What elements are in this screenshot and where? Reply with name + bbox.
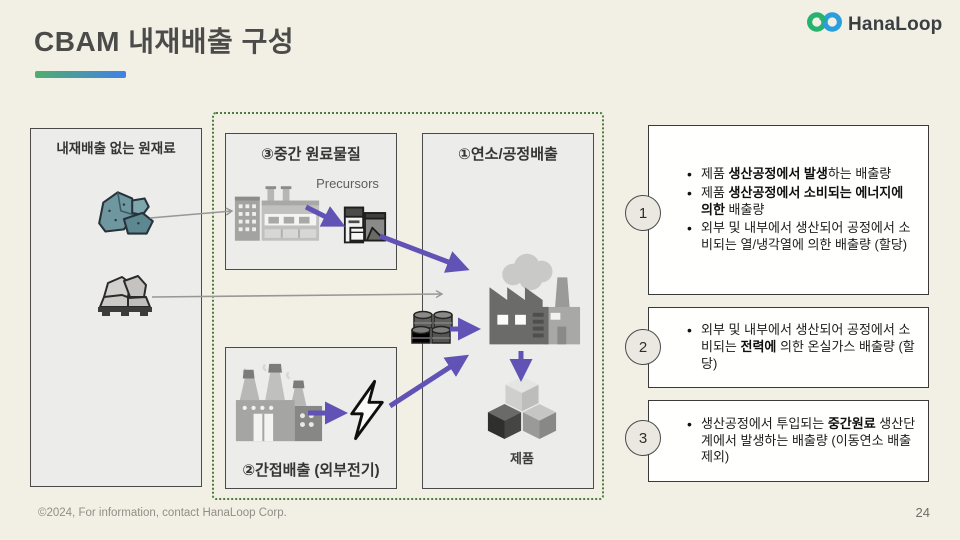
callout-bullet: 제품 생산공정에서 발생하는 배출량 (687, 165, 918, 183)
precursors-label: Precursors (316, 176, 379, 191)
intermediate-materials-label: ③중간 원료물질 (261, 146, 361, 163)
diagram-dotted-boundary (212, 112, 604, 500)
product-label: 제품 (510, 451, 534, 466)
stone-pallet-icon (94, 270, 156, 323)
power-plant-icon (232, 358, 326, 451)
callout-1-number-circle: 1 (625, 195, 661, 231)
lightning-bolt-icon (346, 377, 388, 448)
indirect-emissions-label: ②간접배출 (외부전기) (242, 462, 380, 479)
precursors-icon (343, 204, 387, 251)
hanaloop-logo: HanaLoop (806, 9, 943, 40)
precursor-factory-icon (233, 184, 321, 247)
combustion-emissions-label: ①연소/공정배출 (458, 146, 558, 163)
callout-1-bullets: 제품 생산공정에서 발생하는 배출량제품 생산공정에서 소비되는 에너지에 의한… (687, 164, 918, 256)
ore-rocks-icon (93, 188, 159, 249)
callout-2: 외부 및 내부에서 생산되어 공정에서 소비되는 전력에 의한 온실가스 배출량… (648, 307, 929, 388)
callout-bullet: 외부 및 내부에서 생산되어 공정에서 소비되는 전력에 의한 온실가스 배출량… (687, 321, 918, 373)
callout-bullet: 제품 생산공정에서 소비되는 에너지에 의한 배출량 (687, 184, 918, 219)
callout-2-number-circle: 2 (625, 329, 661, 365)
callout-bullet: 외부 및 내부에서 생산되어 공정에서 소비되는 열/냉각열에 의한 배출량 (… (687, 219, 918, 254)
callout-3-bullets: 생산공정에서 투입되는 중간원료 생산단계에서 발생하는 배출량 (이동연소 배… (687, 414, 918, 469)
callout-3-number-circle: 3 (625, 420, 661, 456)
fuel-barrels-icon (411, 308, 457, 351)
footer-text: ©2024, For information, contact HanaLoop… (38, 507, 287, 519)
callout-3: 생산공정에서 투입되는 중간원료 생산단계에서 발생하는 배출량 (이동연소 배… (648, 400, 929, 482)
logo-text: HanaLoop (848, 13, 943, 35)
product-cubes-icon (487, 366, 557, 447)
main-factory-icon (456, 250, 584, 361)
infinity-loop-icon (806, 9, 843, 40)
callout-1: 제품 생산공정에서 발생하는 배출량제품 생산공정에서 소비되는 에너지에 의한… (648, 125, 929, 295)
page-title: CBAM 내재배출 구성 (34, 26, 295, 57)
raw-materials-label: 내재배출 없는 원재료 (56, 141, 176, 156)
title-accent-underline (35, 71, 126, 78)
page-number: 24 (915, 505, 930, 520)
callout-2-bullets: 외부 및 내부에서 생산되어 공정에서 소비되는 전력에 의한 온실가스 배출량… (687, 320, 918, 375)
callout-bullet: 생산공정에서 투입되는 중간원료 생산단계에서 발생하는 배출량 (이동연소 배… (687, 415, 918, 467)
